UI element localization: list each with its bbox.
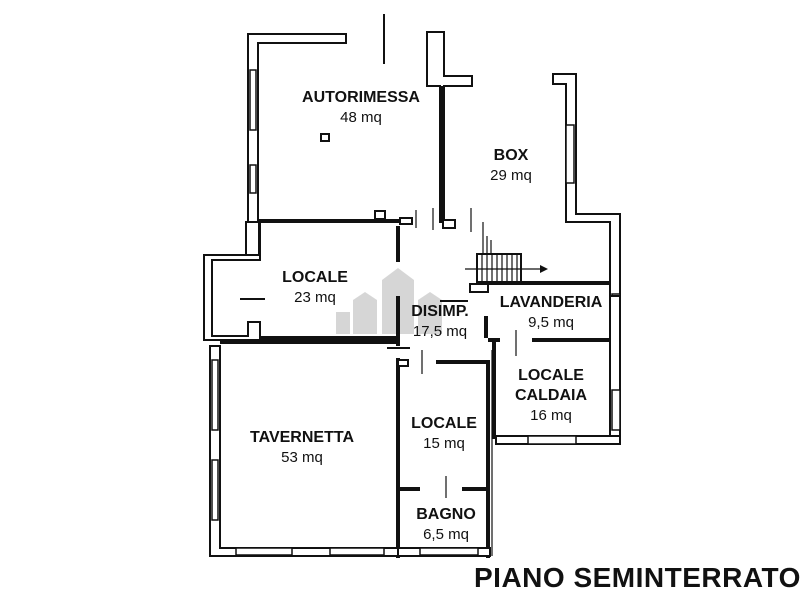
room-autorimessa: AUTORIMESSA 48 mq xyxy=(302,88,420,128)
room-bagno: BAGNO 6,5 mq xyxy=(416,505,476,545)
staircase xyxy=(465,222,548,283)
room-name: DISIMP. xyxy=(411,303,469,320)
room-locale-caldaia: LOCALE CALDAIA 16 mq xyxy=(515,366,587,426)
room-area: 17,5 mq xyxy=(412,323,468,340)
room-name: BAGNO xyxy=(416,506,476,523)
room-disimpegno: DISIMP. 17,5 mq xyxy=(411,302,469,342)
room-area: 23 mq xyxy=(294,289,336,306)
room-name-line-1: LOCALE xyxy=(518,367,584,384)
floor-title: PIANO SEMINTERRATO xyxy=(474,562,800,593)
room-name: BOX xyxy=(493,147,529,164)
room-name: AUTORIMESSA xyxy=(302,89,420,106)
room-area: 6,5 mq xyxy=(423,526,469,543)
room-name: LOCALE xyxy=(411,415,477,432)
room-locale-15: LOCALE 15 mq xyxy=(411,414,477,454)
room-area: 16 mq xyxy=(530,407,572,424)
pillar-icon xyxy=(320,133,330,142)
room-box: BOX 29 mq xyxy=(490,146,532,186)
room-area: 48 mq xyxy=(340,109,382,126)
room-area: 53 mq xyxy=(281,449,323,466)
room-area: 15 mq xyxy=(423,435,465,452)
room-tavernetta: TAVERNETTA 53 mq xyxy=(250,428,354,468)
room-locale-23: LOCALE 23 mq xyxy=(282,268,348,308)
room-name-line-2: CALDAIA xyxy=(515,387,587,404)
walls xyxy=(203,14,621,558)
room-name: TAVERNETTA xyxy=(250,429,354,446)
room-area: 29 mq xyxy=(490,167,532,184)
room-name: LAVANDERIA xyxy=(499,294,603,311)
watermark-logo xyxy=(336,268,442,334)
room-name: LOCALE xyxy=(282,269,348,286)
room-area: 9,5 mq xyxy=(528,314,574,331)
room-lavanderia: LAVANDERIA 9,5 mq xyxy=(500,293,603,333)
